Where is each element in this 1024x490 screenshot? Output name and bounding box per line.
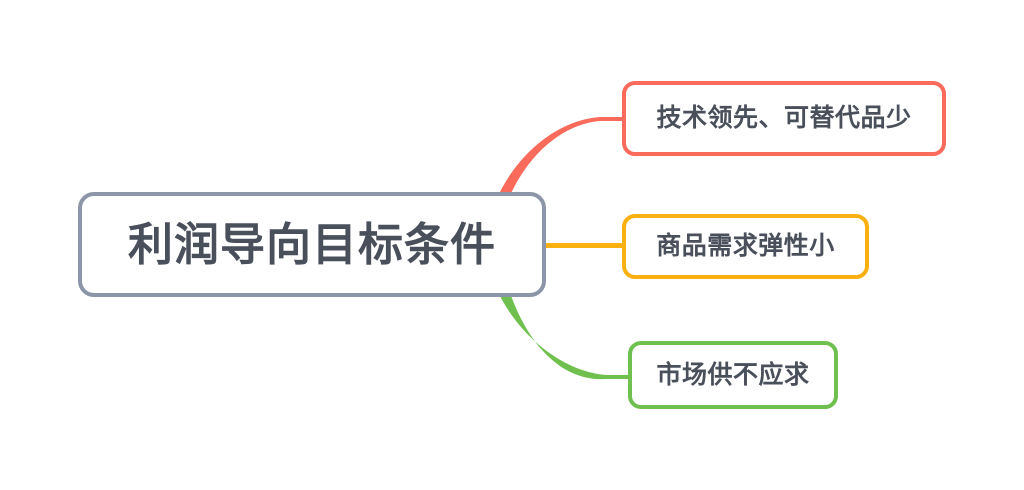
- root-node[interactable]: 利润导向目标条件: [78, 192, 546, 297]
- branch-node-demand-elasticity[interactable]: 商品需求弹性小: [622, 214, 869, 279]
- branch-node-label: 技术领先、可替代品少: [656, 104, 912, 132]
- connector-branch-0: [498, 117, 624, 198]
- connector-branch-1: [545, 243, 625, 248]
- connector-branch-2: [498, 290, 630, 380]
- branch-node-label: 商品需求弹性小: [656, 232, 835, 260]
- branch-node-technology-lead[interactable]: 技术领先、可替代品少: [622, 81, 946, 156]
- root-node-label: 利润导向目标条件: [127, 219, 496, 270]
- branch-node-label: 市场供不应求: [656, 360, 810, 389]
- branch-node-market-shortage[interactable]: 市场供不应求: [628, 341, 838, 409]
